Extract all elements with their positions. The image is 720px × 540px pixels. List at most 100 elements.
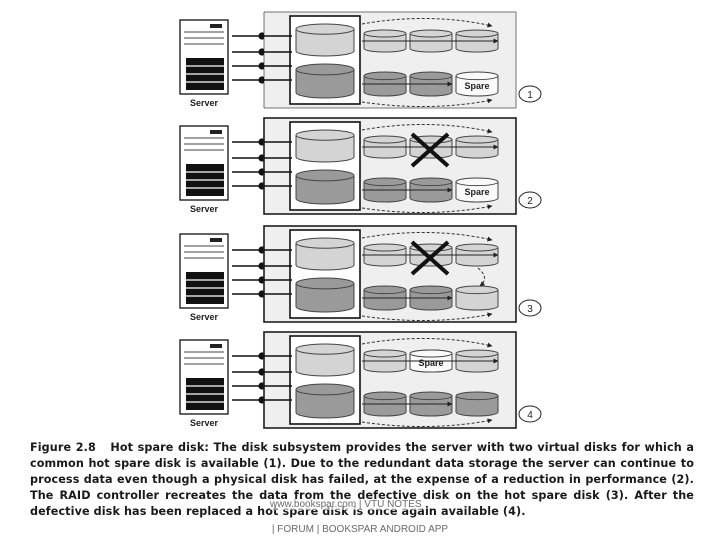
- step-number: 3: [527, 304, 533, 315]
- physical-disk-top-3: [455, 349, 499, 373]
- virtual-disk-b-body: [295, 389, 355, 419]
- virtual-disk-a: [295, 237, 355, 271]
- physical-disk-bottom-2: [409, 391, 453, 417]
- physical-disk-top-1-body: [363, 33, 407, 53]
- virtual-disk-a: [295, 129, 355, 163]
- physical-disk-bottom-1-top: [363, 285, 407, 295]
- virtual-disk-a: [295, 23, 355, 57]
- physical-disk-top-3-top: [455, 135, 499, 144]
- physical-disk-top-1-top: [363, 29, 407, 38]
- mirror-arrow-top: [361, 124, 493, 134]
- physical-disk-top-1-top: [363, 135, 407, 144]
- figure-label: Figure 2.8: [30, 441, 96, 454]
- physical-disk-bottom-1-body: [363, 289, 407, 311]
- spare-disk-top: [455, 391, 499, 401]
- step-circle: [518, 405, 542, 423]
- physical-disk-top-3-body: [455, 139, 499, 159]
- spare-disk-body: [455, 181, 499, 203]
- server-led: [210, 238, 222, 242]
- step-circle: [518, 299, 542, 317]
- spare-disk: [455, 285, 499, 311]
- mirror-arrow-top: [361, 232, 493, 242]
- new-spare-disk: [409, 349, 453, 373]
- spare-disk-body: [455, 395, 499, 417]
- physical-disk-top-3: [455, 29, 499, 53]
- mirror-arrow-bottom: [361, 204, 493, 214]
- watermark-line-1: www.bookspar.com | VTU NOTES: [270, 499, 422, 510]
- server-led: [210, 24, 222, 28]
- physical-disk-bottom-2: [409, 71, 453, 97]
- server-label: Server: [190, 98, 219, 108]
- virtual-disk-a-top: [295, 129, 355, 141]
- virtual-disk-b-top: [295, 63, 355, 76]
- physical-disk-top-1: [363, 29, 407, 53]
- physical-disk-bottom-1-top: [363, 71, 407, 81]
- step-circle: [518, 85, 542, 103]
- physical-disk-top-3-top: [455, 243, 499, 252]
- spare-label: Spare: [464, 187, 489, 197]
- virtual-disk-b: [295, 63, 355, 99]
- failed-cross-b: [410, 132, 450, 168]
- virtual-disk-b-body: [295, 283, 355, 313]
- spare-disk-body: [455, 289, 499, 311]
- physical-disk-bottom-1: [363, 177, 407, 203]
- mirror-arrow-bottom: [361, 312, 493, 322]
- hot-spare-diagram: ServerSpare1ServerSpare2Server3ServerSpa…: [179, 11, 542, 429]
- virtual-disk-a-body: [295, 349, 355, 377]
- panel-1: Server Spare 1: [179, 11, 542, 109]
- physical-disk-bottom-1: [363, 71, 407, 97]
- mirror-arrow-top: [361, 18, 493, 28]
- figure-caption: Figure 2.8 Hot spare disk: The disk subs…: [30, 440, 694, 520]
- physical-disk-bottom-1: [363, 285, 407, 311]
- physical-disk-top-2: [409, 29, 453, 53]
- spare-disk-body: [455, 75, 499, 97]
- mirror-arrow-top: [361, 338, 493, 348]
- virtual-disk-b-top: [295, 383, 355, 396]
- virtual-disk-b-body: [295, 69, 355, 99]
- physical-disk-top-1-body: [363, 139, 407, 159]
- physical-disk-bottom-1-body: [363, 395, 407, 417]
- rebuild-arrow: [477, 267, 486, 287]
- physical-disk-bottom-2-top: [409, 285, 453, 295]
- physical-disk-bottom-2: [409, 285, 453, 311]
- new-spare-disk-body: [409, 353, 453, 373]
- physical-disk-top-3: [455, 135, 499, 159]
- spare-disk-top: [455, 285, 499, 295]
- physical-disk-top-1: [363, 135, 407, 159]
- step-number: 1: [527, 90, 533, 101]
- physical-disk-top-1-top: [363, 243, 407, 252]
- physical-disk-top-2-body: [409, 33, 453, 53]
- step-number: 4: [527, 410, 533, 421]
- physical-disk-top-1: [363, 243, 407, 267]
- step-circle: [518, 191, 542, 209]
- server-label: Server: [190, 204, 219, 214]
- virtual-disk-a-body: [295, 243, 355, 271]
- physical-disk-bottom-2-body: [409, 395, 453, 417]
- spare-label: Spare: [464, 81, 489, 91]
- physical-disk-bottom-2-body: [409, 181, 453, 203]
- physical-disk-bottom-1-body: [363, 75, 407, 97]
- server-label: Server: [190, 418, 219, 428]
- virtual-disk-b: [295, 169, 355, 205]
- virtual-disk-b-body: [295, 175, 355, 205]
- failed-cross-b: [410, 240, 450, 276]
- server-led: [210, 130, 222, 134]
- spare-disk-top: [455, 177, 499, 187]
- physical-disk-top-2-top: [409, 29, 453, 38]
- new-spare-disk-top: [409, 349, 453, 358]
- virtual-disk-a-body: [295, 135, 355, 163]
- virtual-disk-a-body: [295, 29, 355, 57]
- virtual-disk-a: [295, 343, 355, 377]
- watermark-line-2: | FORUM | BOOKSPAR ANDROID APP: [0, 524, 720, 535]
- mirror-arrow-bottom: [361, 418, 493, 428]
- physical-disk-top-1-body: [363, 353, 407, 373]
- spare-disk: [455, 177, 499, 203]
- server-led: [210, 344, 222, 348]
- mirror-arrow-bottom: [361, 98, 493, 108]
- physical-disk-top-3-top: [455, 29, 499, 38]
- physical-disk-bottom-2-top: [409, 391, 453, 401]
- physical-disk-top-3-body: [455, 33, 499, 53]
